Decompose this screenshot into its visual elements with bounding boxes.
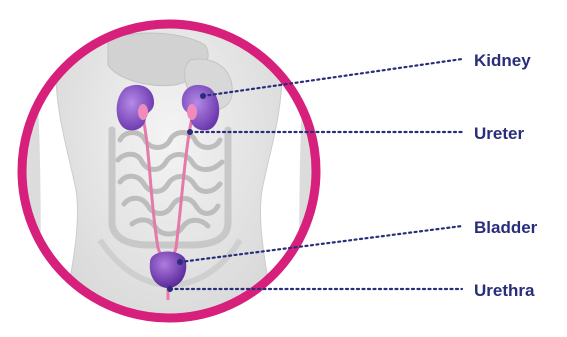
kidney-leader-dot	[200, 93, 206, 99]
ureter-label: Ureter	[474, 124, 524, 143]
bladder-leader-dot	[177, 259, 183, 265]
right-renal-pelvis	[187, 104, 197, 120]
kidney-label: Kidney	[474, 51, 531, 70]
ureter-leader-dot	[187, 129, 193, 135]
urethra-label: Urethra	[474, 281, 535, 300]
bladder-label: Bladder	[474, 218, 538, 237]
left-renal-pelvis	[138, 104, 148, 120]
urethra-leader-dot	[167, 286, 173, 292]
